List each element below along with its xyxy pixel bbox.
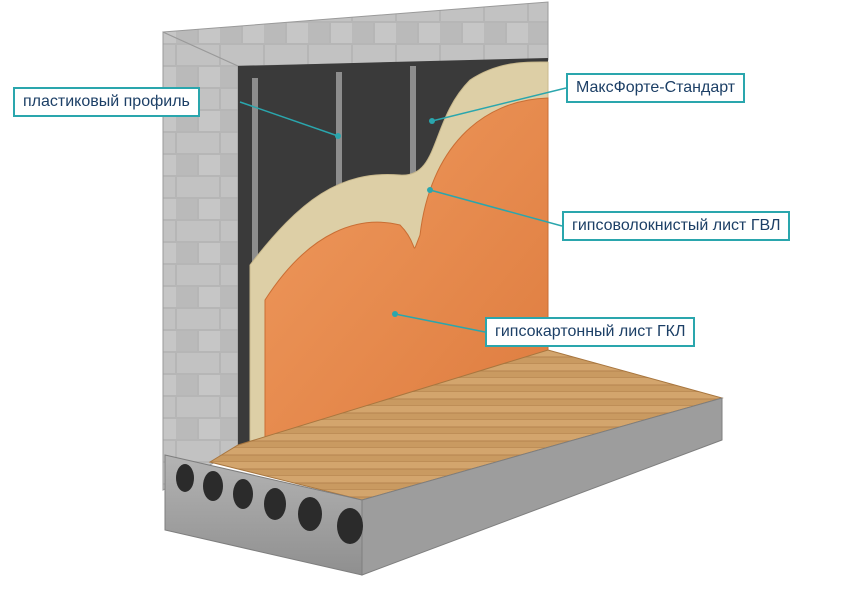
slab-side [361, 397, 723, 576]
leader-dot-gvl [427, 187, 433, 193]
leader-line-gkl [394, 313, 486, 333]
slab-hole [176, 464, 194, 492]
plastic-profile [252, 78, 258, 378]
leader-dot-maxforte [429, 118, 435, 124]
label-gkl: гипсокартонный лист ГКЛ [485, 317, 696, 347]
slab-hole [233, 479, 253, 509]
leader-dot-gkl [392, 311, 398, 317]
slab-hole [298, 497, 322, 531]
leader-dot-profile [335, 133, 341, 139]
leader-line-profile [239, 101, 339, 137]
label-maxforte: МаксФорте-Стандарт [566, 73, 746, 103]
gkl-sheet [264, 97, 549, 441]
brick-wall-top [162, 1, 549, 67]
leader-line-maxforte [431, 87, 567, 122]
slab-hole [337, 508, 363, 544]
slab-hole [203, 471, 223, 501]
leader-line-gvl [429, 189, 563, 227]
label-gvl: гипсоволокнистый лист ГВЛ [562, 211, 791, 241]
label-plastic-profile: пластиковый профиль [13, 87, 200, 117]
plastic-profile [410, 66, 416, 176]
slab-hole [264, 488, 286, 520]
